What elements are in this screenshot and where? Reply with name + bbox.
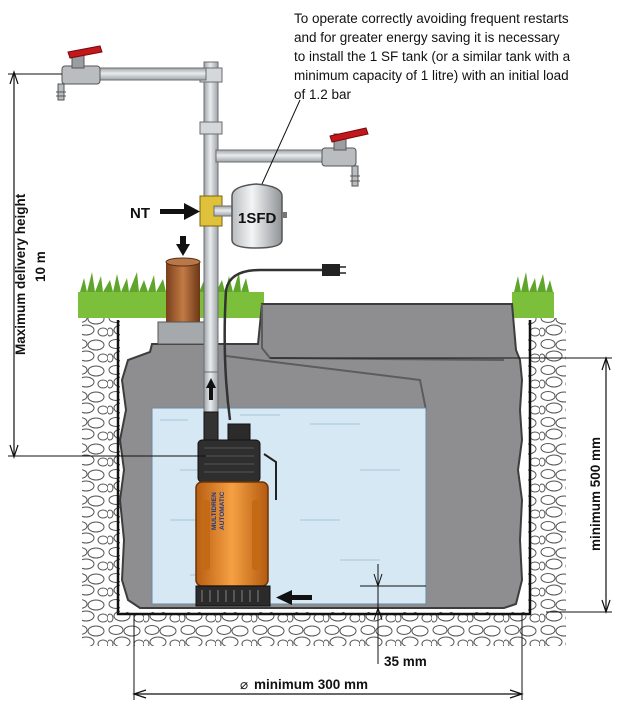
right-tap-icon bbox=[321, 127, 369, 187]
left-tap-icon bbox=[56, 45, 103, 101]
height-dimension: Maximum delivery height 10 m bbox=[8, 70, 206, 459]
pump-brand-1: MULTIDREN bbox=[211, 492, 218, 530]
gravel-pit bbox=[82, 318, 566, 646]
max-delivery-height-label: Maximum delivery height bbox=[13, 193, 28, 355]
pump-brand-2: AUTOMATIC bbox=[219, 491, 226, 530]
horizontal-pipes bbox=[95, 67, 325, 217]
nt-pointer: NT bbox=[130, 203, 200, 222]
inlet-pipe bbox=[157, 236, 209, 345]
note-leader-line bbox=[261, 99, 301, 185]
diameter-symbol: ⌀ bbox=[240, 677, 248, 692]
installation-note: To operate correctly avoiding frequent r… bbox=[294, 11, 571, 102]
depth-dimension: minimum 500 mm bbox=[270, 356, 612, 614]
tank-label: 1SFD bbox=[238, 210, 277, 227]
gap-label: 35 mm bbox=[384, 654, 427, 669]
gap-dimension: 35 mm bbox=[360, 564, 427, 669]
min-depth-label: minimum 500 mm bbox=[588, 437, 603, 551]
min-diameter-label: minimum 300 mm bbox=[254, 677, 368, 692]
nt-label: NT bbox=[130, 205, 150, 222]
height-value-label: 10 m bbox=[33, 251, 48, 282]
intake-arrow bbox=[276, 590, 312, 605]
expansion-tank: 1SFD bbox=[231, 183, 287, 249]
width-dimension: ⌀ minimum 300 mm bbox=[132, 614, 524, 700]
power-cable bbox=[223, 264, 346, 421]
delivery-pipe bbox=[199, 61, 223, 415]
water bbox=[151, 407, 427, 605]
submersible-pump: MULTIDREN AUTOMATIC bbox=[195, 411, 277, 607]
